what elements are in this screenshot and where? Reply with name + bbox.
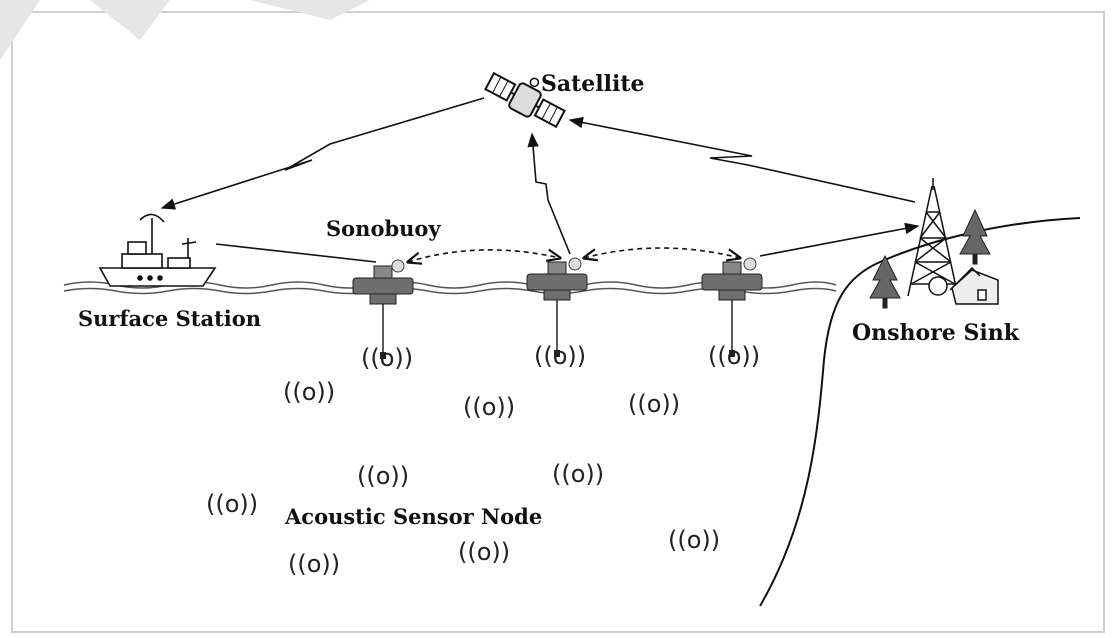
sonobuoy-3 xyxy=(701,257,763,357)
buoy-to-satellite-link xyxy=(527,132,571,255)
sensor-node-7: ((o)) xyxy=(668,526,720,554)
sensor-node-8: ((o)) xyxy=(458,538,510,566)
sonobuoy-1 xyxy=(352,259,414,359)
satellite-to-ship-link xyxy=(160,97,485,210)
watermark-marks xyxy=(0,0,370,60)
sensor-node-4: ((o)) xyxy=(357,462,409,490)
sensor-node-6: ((o)) xyxy=(206,490,258,518)
house-icon xyxy=(949,266,999,305)
ship-to-buoy-link xyxy=(215,243,377,263)
sensor-node-5: ((o)) xyxy=(552,460,604,488)
radio-tower-icon xyxy=(907,178,959,297)
sonobuoy-2 xyxy=(526,257,588,357)
sensor-nodes: ((o)) ((o)) ((o)) ((o)) ((o)) ((o)) ((o)… xyxy=(206,342,760,578)
ship-icon xyxy=(98,213,217,287)
buoy-sensor-2: ((o)) xyxy=(534,342,586,370)
satellite-icon xyxy=(484,71,566,129)
satellite-label: Satellite xyxy=(541,71,645,97)
tree-icon xyxy=(869,208,991,309)
buoy-to-sink-link xyxy=(759,222,920,257)
sink-to-satellite-link xyxy=(568,116,916,203)
buoy-sensor-3: ((o)) xyxy=(708,342,760,370)
surface-station-label: Surface Station xyxy=(78,306,261,331)
communication-links xyxy=(160,97,920,263)
acoustic-sensor-node-label: Acoustic Sensor Node xyxy=(284,504,542,529)
buoy-sensor-1: ((o)) xyxy=(361,344,413,372)
buoy-links xyxy=(408,247,740,262)
sensor-node-3: ((o)) xyxy=(628,390,680,418)
sensor-node-9: ((o)) xyxy=(288,550,340,578)
sonobuoy-label: Sonobuoy xyxy=(326,216,441,241)
sensor-node-1: ((o)) xyxy=(283,378,335,406)
sensor-node-2: ((o)) xyxy=(463,393,515,421)
onshore-sink-label: Onshore Sink xyxy=(852,320,1020,346)
